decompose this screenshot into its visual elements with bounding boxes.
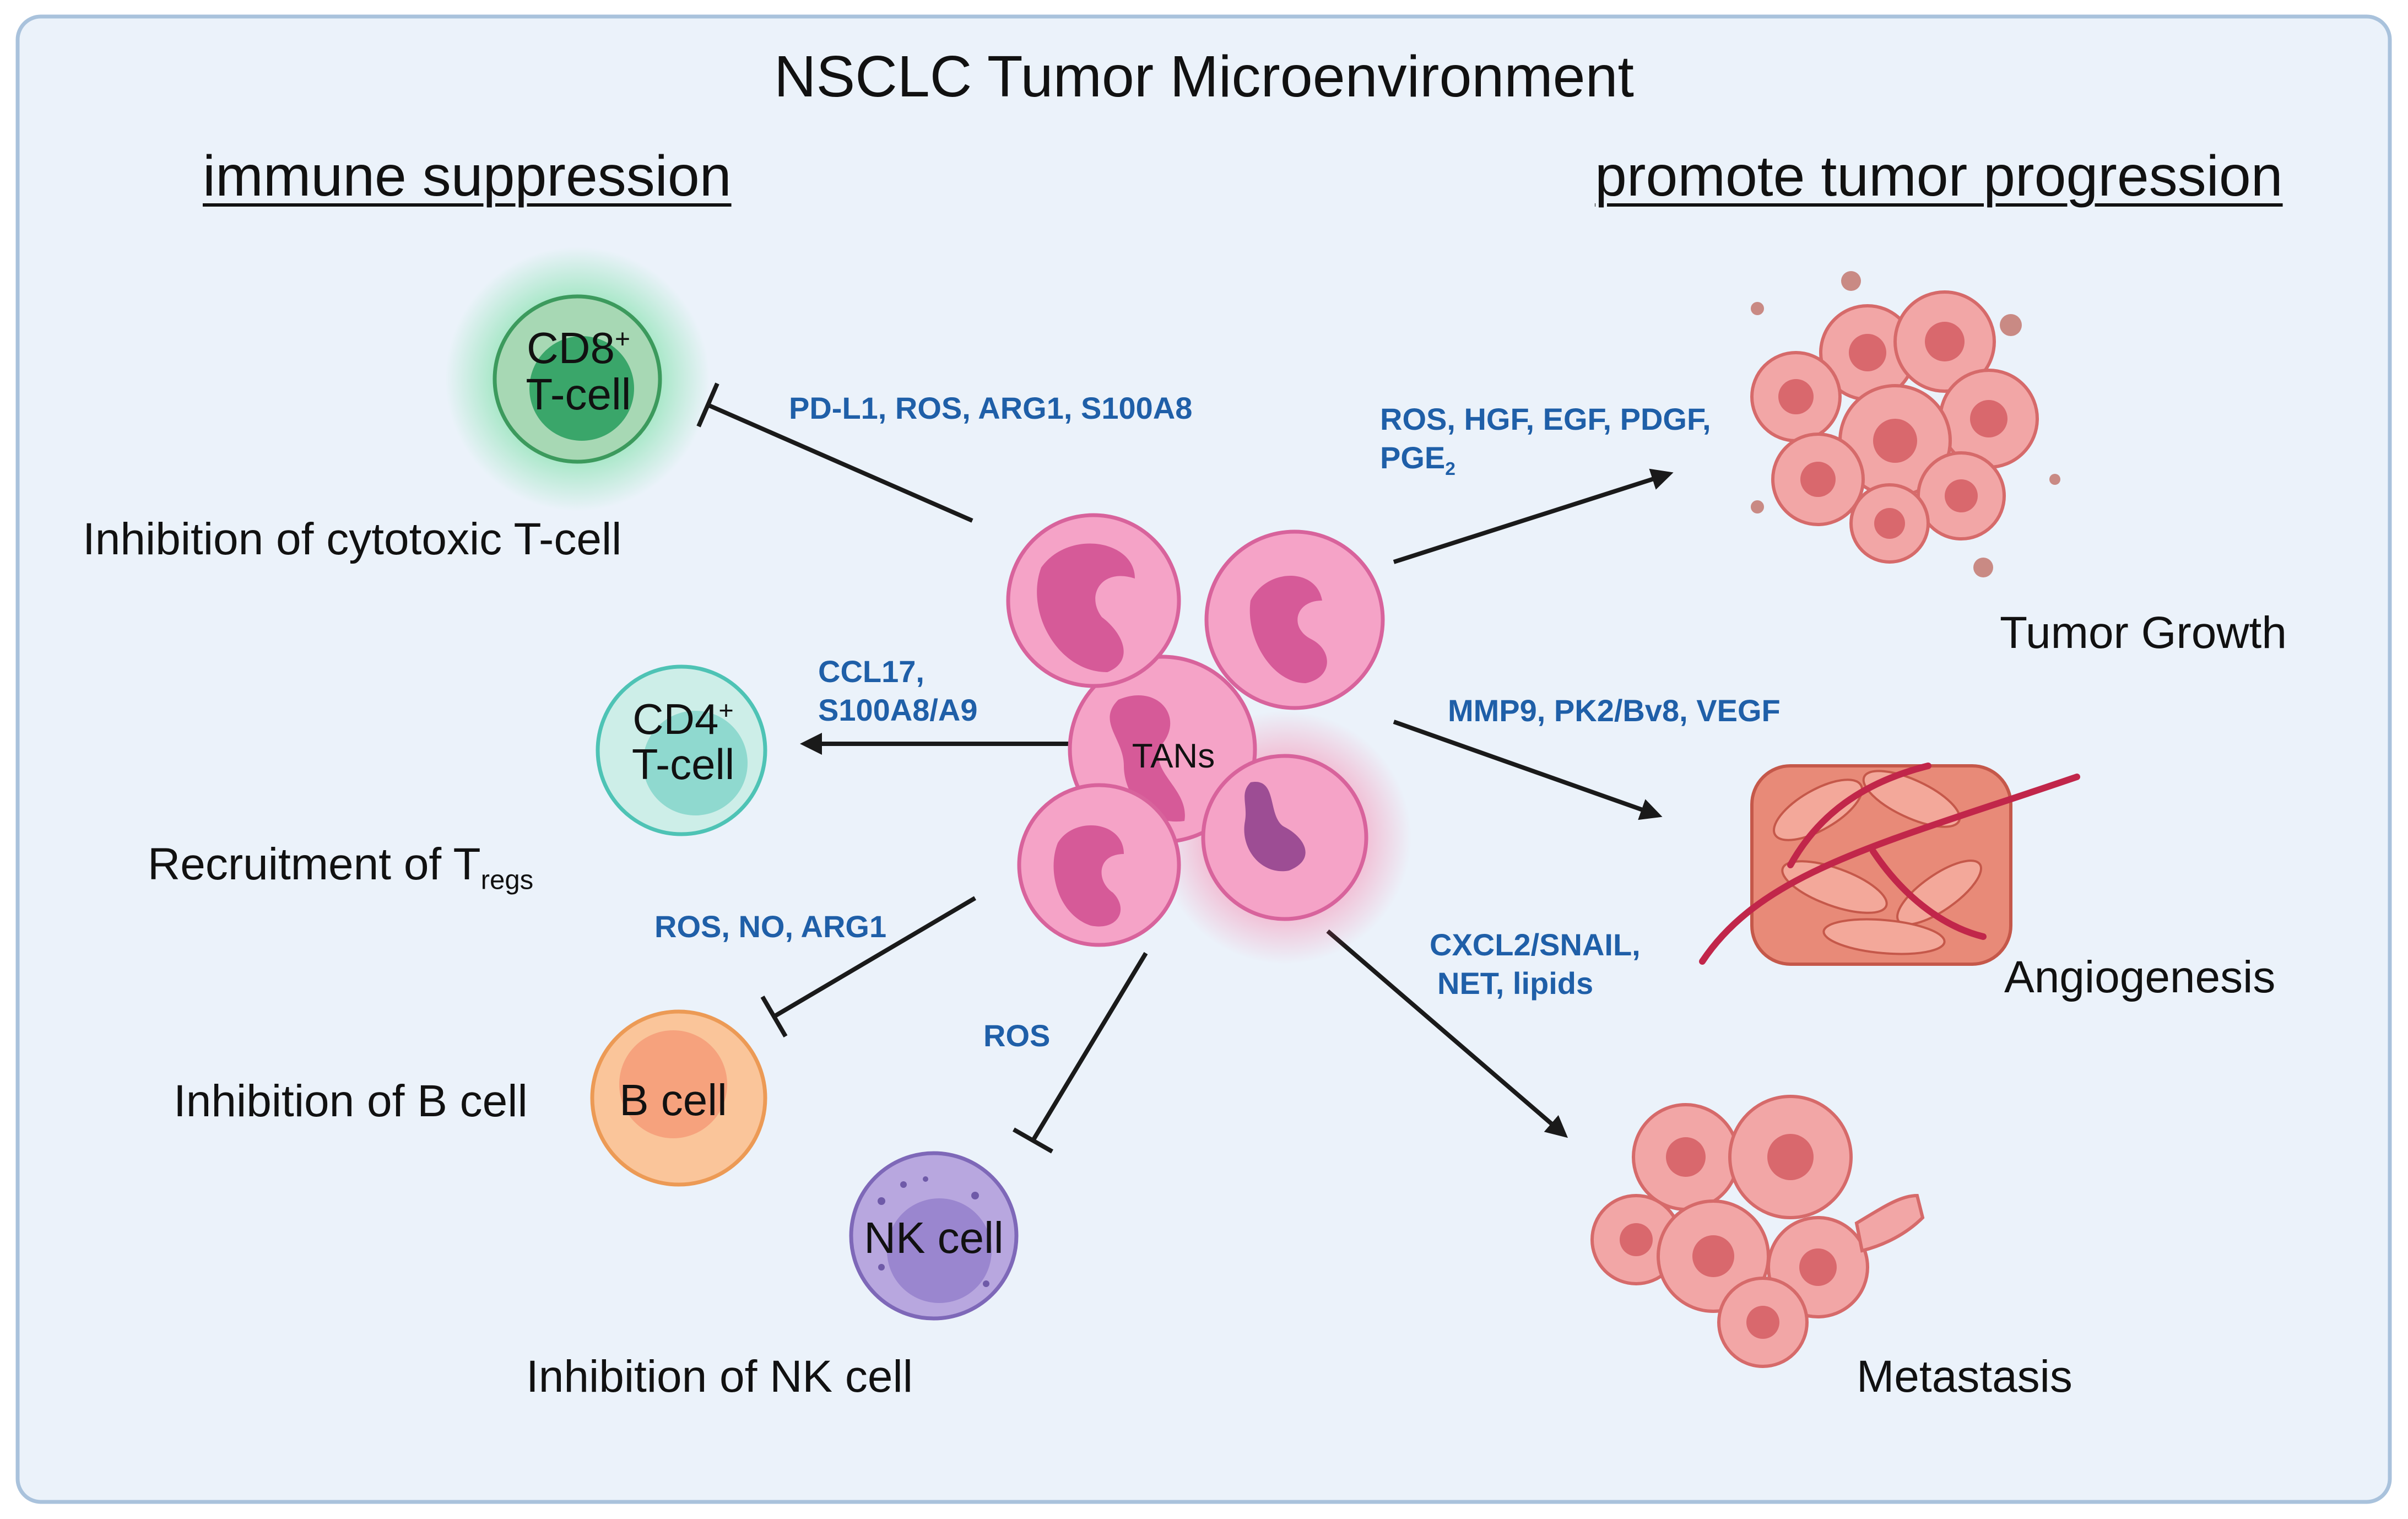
caption-cd4-sub: regs [480, 864, 534, 895]
angiogenesis-graphic [1699, 763, 2080, 966]
mediator-growth-line2: PGE [1380, 440, 1446, 475]
caption-metastasis: Metastasis [1857, 1352, 2072, 1402]
caption-bcell: Inhibition of B cell [174, 1076, 528, 1126]
metastasis-graphic [1590, 1095, 1925, 1368]
cd8-label-name: CD8 [526, 323, 615, 372]
arrow-line-meta [1326, 929, 1568, 1138]
tans-label: TANs [1132, 737, 1215, 775]
diagram-title: NSCLC Tumor Microenvironment [773, 44, 1634, 109]
mediator-cd8: PD-L1, ROS, ARG1, S100A8 [789, 391, 1193, 425]
mediator-meta: CXCL2/SNAIL, NET, lipids [1430, 926, 1641, 1003]
mediator-growth-line1: ROS, HGF, EGF, PDGF, [1380, 402, 1711, 436]
cd8-label-line2: T-cell [526, 370, 631, 419]
mediator-meta-line2: NET, lipids [1437, 966, 1594, 1001]
arrow-line-growth [1393, 468, 1674, 564]
mediator-growth: ROS, HGF, EGF, PDGF, PGE2 [1380, 400, 1711, 481]
caption-angiogenesis: Angiogenesis [2004, 952, 2276, 1002]
nk-label: NK cell [864, 1213, 1004, 1262]
connectors [696, 382, 1674, 1154]
caption-cd8: Inhibition of cytotoxic T-cell [83, 514, 622, 564]
heading-promote-tumor-progression: promote tumor progression [1595, 144, 2283, 208]
cd4-label-sup: + [718, 696, 734, 725]
mediator-growth-sub: 2 [1445, 459, 1455, 480]
mediator-meta-line1: CXCL2/SNAIL, [1430, 927, 1641, 962]
mediator-bcell: ROS, NO, ARG1 [654, 909, 887, 944]
inhibit-bar-nk [1013, 1127, 1053, 1154]
inhibit-line-bcell [772, 896, 977, 1019]
arrow-line-angio [1393, 720, 1663, 820]
inhibit-line-cd8 [707, 403, 973, 523]
tumor-growth-graphic [1750, 271, 2060, 577]
caption-nk: Inhibition of NK cell [526, 1352, 913, 1402]
bcell-label: B cell [619, 1075, 727, 1125]
cd4-t-cell [596, 664, 767, 836]
cd4-label-line2: T-cell [631, 739, 735, 788]
inhibit-bar-bcell [760, 995, 788, 1038]
cd8-t-cell [445, 247, 710, 511]
heading-immune-suppression: immune suppression [203, 144, 732, 208]
inhibit-line-nk [1031, 952, 1148, 1142]
caption-cd4: Recruitment of Tregs [148, 842, 533, 894]
mediator-cd4-line2: S100A8/A9 [818, 693, 978, 727]
cd8-label: CD8+ T-cell [496, 325, 661, 418]
mediator-nk: ROS [983, 1018, 1051, 1053]
nk-cell [849, 1151, 1019, 1321]
b-cell [590, 1009, 767, 1187]
mediator-cd4-line1: CCL17, [818, 654, 924, 689]
mediator-angio: MMP9, PK2/Bv8, VEGF [1448, 693, 1781, 728]
mediator-cd4: CCL17, S100A8/A9 [818, 652, 978, 729]
caption-tumor-growth: Tumor Growth [2000, 608, 2287, 658]
cd4-label-name: CD4 [632, 695, 719, 743]
cd4-label: CD4+ T-cell [600, 695, 766, 788]
tan-neutrophil-cluster [1006, 513, 1411, 964]
cd8-label-sup: + [615, 325, 631, 354]
caption-cd4-text: Recruitment of T [148, 839, 481, 889]
